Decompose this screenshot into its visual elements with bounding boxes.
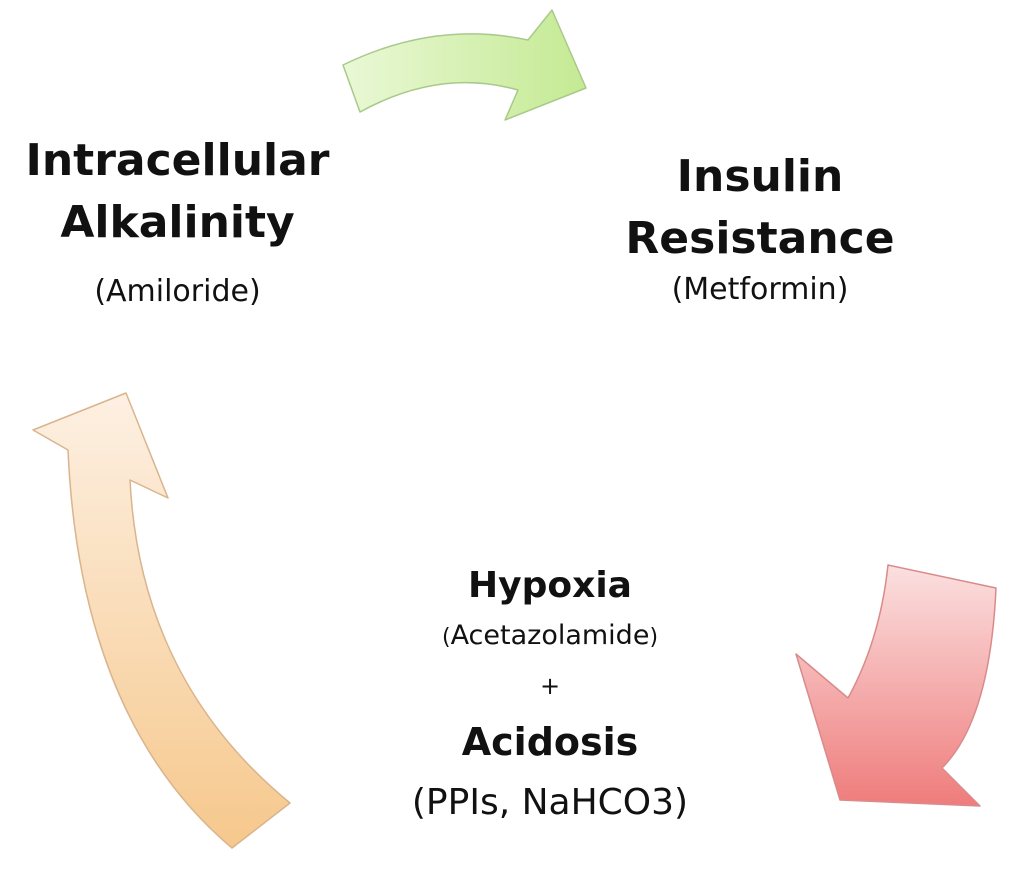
insulin-title-line1: Insulin — [676, 151, 844, 202]
hypoxia-title: Hypoxia — [468, 565, 632, 606]
hypoxia-drug-open-paren: ( — [441, 625, 451, 650]
hypoxia-acidosis-node: Hypoxia (Acetazolamide) + Acidosis (PPIs… — [400, 558, 700, 828]
insulin-drug: (Metformin) — [671, 272, 849, 307]
orange-cycle-arrow — [32, 392, 291, 849]
green-cycle-arrow — [342, 9, 587, 121]
red-cycle-arrow — [795, 564, 997, 807]
acidosis-title: Acidosis — [461, 720, 639, 764]
intracellular-alkalinity-node: Intracellular Alkalinity (Amiloride) — [10, 130, 345, 312]
alkalinity-title-line2: Alkalinity — [60, 197, 295, 248]
insulin-title-line2: Resistance — [625, 213, 895, 264]
hypoxia-drug-close-paren: ) — [649, 625, 659, 650]
acidosis-drugs: (PPIs, NaHCO3) — [411, 782, 689, 823]
alkalinity-title-line1: Intracellular — [25, 135, 330, 186]
hypoxia-drug: Acetazolamide — [450, 620, 650, 651]
plus-sign: + — [539, 672, 561, 700]
alkalinity-drug: (Amiloride) — [94, 274, 261, 309]
hypoxia-drug-line: (Acetazolamide) — [400, 616, 700, 658]
insulin-resistance-node: Insulin Resistance (Metformin) — [600, 146, 920, 310]
